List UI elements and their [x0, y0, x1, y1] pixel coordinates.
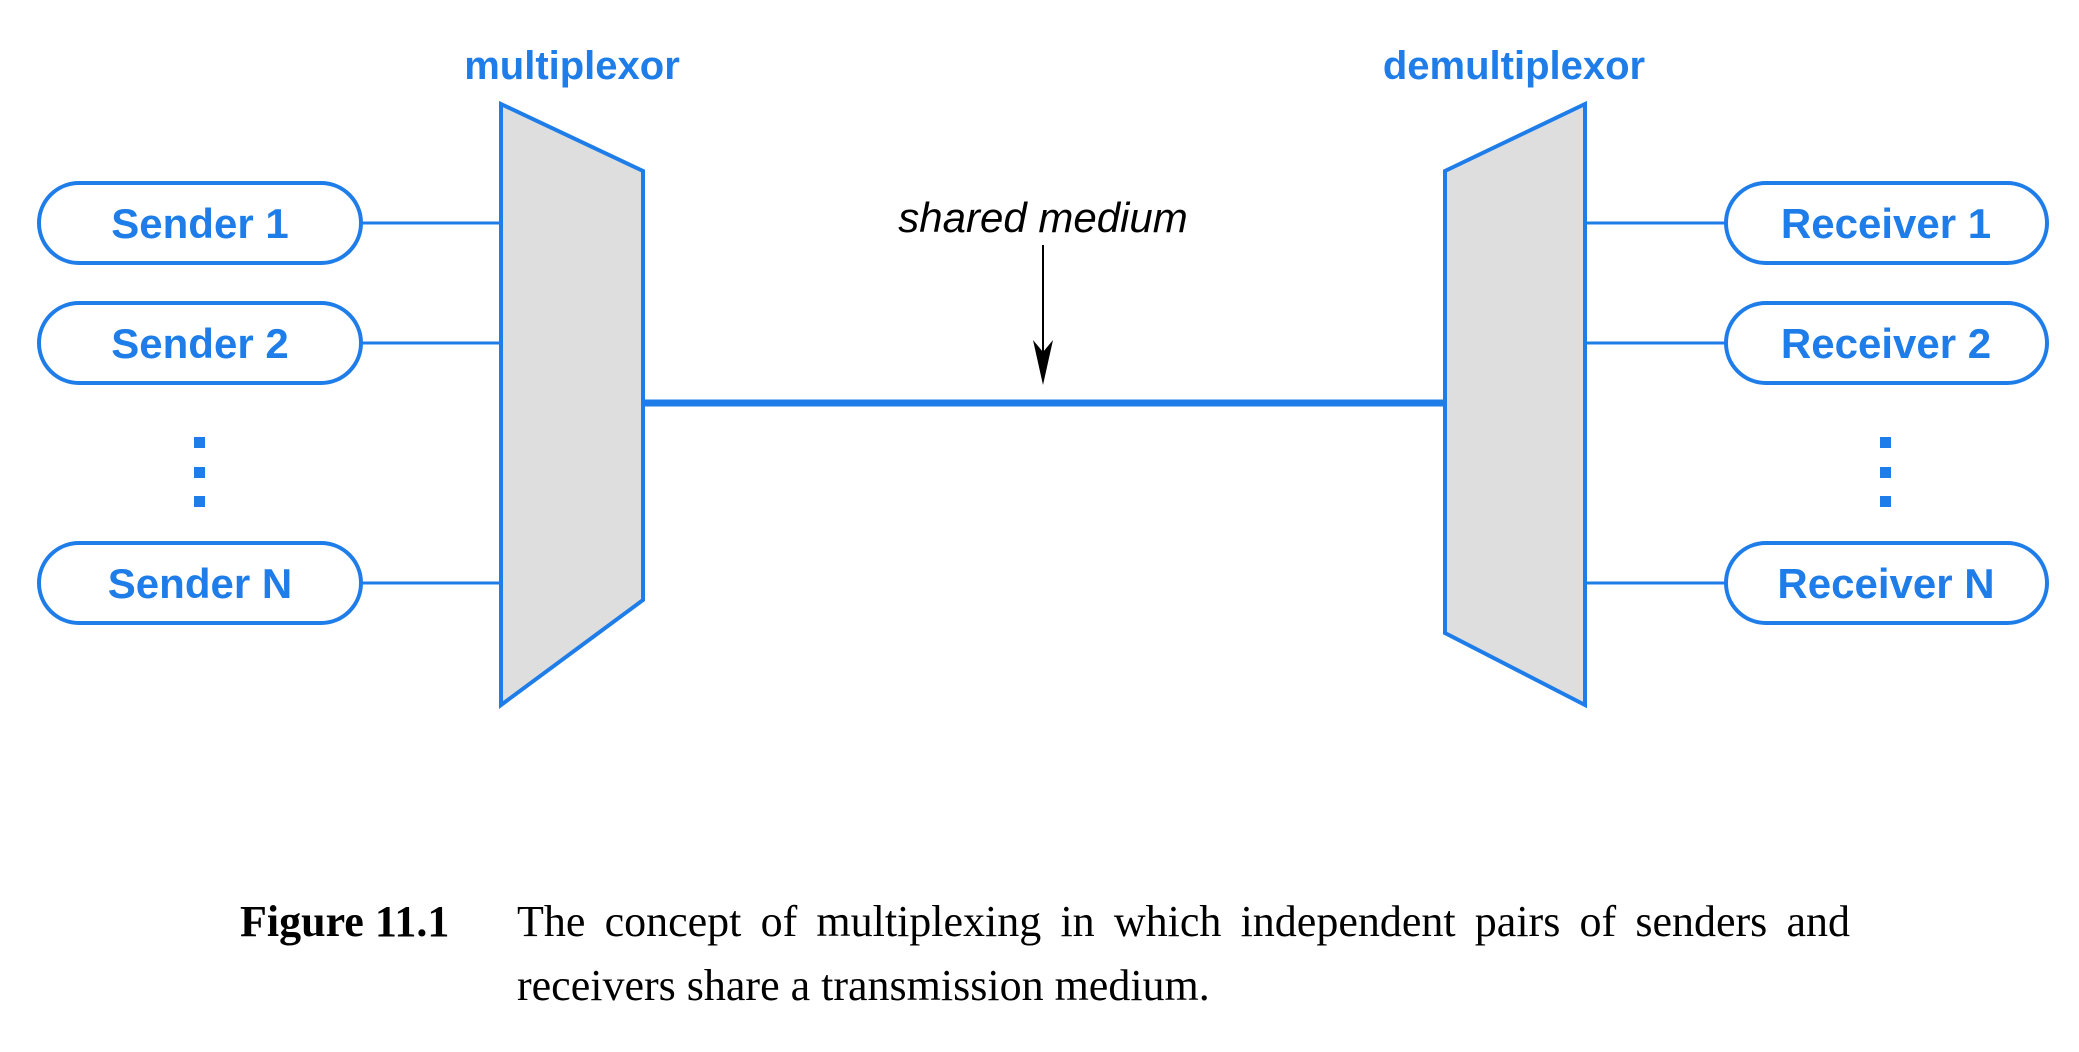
sender-2-box: Sender 2 — [37, 301, 363, 385]
receiver-n-box: Receiver N — [1724, 541, 2049, 625]
shared-medium-label: shared medium — [898, 194, 1187, 241]
receiver-n-label: Receiver N — [1777, 560, 1994, 607]
caption-text: The concept of multiplexing in which ind… — [517, 897, 1850, 1010]
receiver-1-label: Receiver 1 — [1781, 200, 1991, 247]
multiplexor-label: multiplexor — [464, 44, 680, 88]
figure-caption: Figure 11.1 The concept of multiplexing … — [240, 890, 1850, 1018]
sender-ellipsis — [194, 437, 205, 507]
figure-number: Figure 11.1 — [240, 897, 450, 946]
receiver-2-label: Receiver 2 — [1781, 320, 1991, 367]
demultiplexor-label: demultiplexor — [1383, 44, 1645, 88]
receiver-2-box: Receiver 2 — [1724, 301, 2049, 385]
sender-n-label: Sender N — [108, 560, 292, 607]
sender-1-box: Sender 1 — [37, 181, 363, 265]
multiplexor-device — [499, 100, 645, 709]
sender-1-label: Sender 1 — [111, 200, 288, 247]
sender-2-label: Sender 2 — [111, 320, 288, 367]
receiver-1-box: Receiver 1 — [1724, 181, 2049, 265]
shared-medium-arrow-head — [1033, 340, 1053, 385]
receiver-ellipsis — [1880, 437, 1891, 507]
demultiplexor-device — [1443, 100, 1587, 709]
sender-n-box: Sender N — [37, 541, 363, 625]
